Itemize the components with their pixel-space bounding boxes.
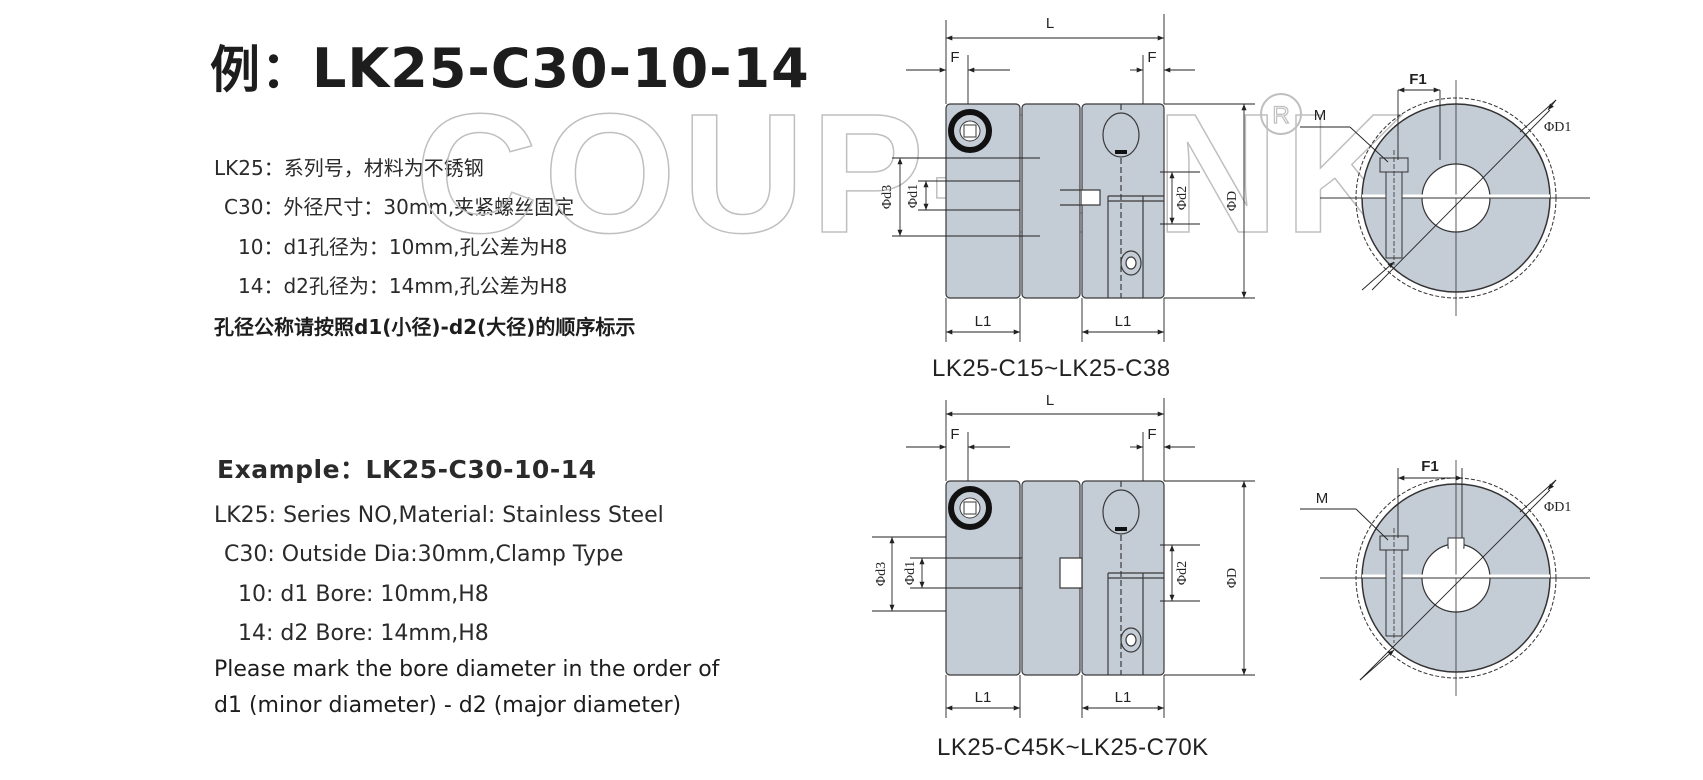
end-view-top [1300, 80, 1590, 316]
en-line-series: LK25: Series NO,Material: Stainless Stee… [214, 503, 664, 528]
dim-M-top: M [1314, 107, 1327, 124]
dim-F-left-bottom: F [950, 426, 959, 443]
dim-M-bottom: M [1316, 490, 1329, 507]
screw-head-icon [1102, 489, 1140, 535]
zh-line-d2: 14：d2孔径为：14mm,孔公差为H8 [238, 274, 568, 298]
dim-F1-top: F1 [1409, 71, 1427, 88]
jaw-notch [1082, 189, 1101, 206]
en-note-line2: d1 (minor diameter) - d2 (major diameter… [214, 693, 682, 718]
caption-top: LK25-C15~LK25-C38 [932, 355, 1171, 382]
registered-mark-icon [1260, 93, 1302, 135]
hub-left-bottom [945, 480, 1021, 676]
zh-line-series: LK25：系列号，材料为不锈钢 [214, 156, 484, 180]
zh-title-prefix: 例： [210, 41, 312, 99]
zh-note: 孔径公称请按照d1(小径)-d2(大径)的顺序标示 [214, 315, 636, 339]
dim-L1-left-bottom: L1 [975, 689, 992, 706]
dim-D-bottom: ΦD [1225, 568, 1240, 588]
dim-d2-bottom: Φd2 [1175, 561, 1190, 585]
dim-d1-top: Φd1 [906, 184, 921, 208]
screw-head-icon [1102, 112, 1140, 158]
dim-F1-bottom: F1 [1421, 458, 1439, 475]
en-title: Example：LK25-C30-10-14 [217, 455, 597, 484]
en-line-d1: 10: d1 Bore: 10mm,H8 [238, 582, 489, 607]
en-line-d2: 14: d2 Bore: 14mm,H8 [238, 621, 489, 646]
dim-L1-right-bottom: L1 [1115, 689, 1132, 706]
socket-screw-icon [948, 486, 992, 530]
zh-title-code: LK25-C30-10-14 [312, 37, 810, 100]
hub-left [945, 103, 1021, 299]
dim-F-left-top: F [950, 49, 959, 66]
zh-line-d1: 10：d1孔径为：10mm,孔公差为H8 [238, 235, 568, 259]
dim-L1-right-top: L1 [1115, 313, 1132, 330]
dim-d2-top: Φd2 [1175, 186, 1190, 210]
side-view-top [945, 103, 1165, 299]
en-line-outside: C30: Outside Dia:30mm,Clamp Type [224, 542, 624, 567]
dim-F-right-bottom: F [1147, 426, 1156, 443]
dim-D1-top: ΦD1 [1544, 120, 1571, 135]
dim-D1-bottom: ΦD1 [1544, 500, 1571, 515]
dim-L-top: L [1046, 15, 1054, 32]
en-note-line1: Please mark the bore diameter in the ord… [214, 657, 720, 682]
dim-L1-left-top: L1 [975, 313, 992, 330]
zh-line-outside: C30：外径尺寸：30mm,夹紧螺丝固定 [224, 195, 575, 219]
caption-bottom: LK25-C45K~LK25-C70K [937, 734, 1209, 761]
registered-mark-letter: R [1272, 102, 1289, 129]
dim-d1-bottom: Φd1 [903, 561, 918, 585]
spider-center [1021, 103, 1081, 299]
zh-title: 例：LK25-C30-10-14 [210, 30, 810, 102]
dim-d3-top: Φd3 [880, 185, 895, 209]
side-view-bottom [945, 480, 1165, 676]
end-view-bottom [1300, 460, 1590, 696]
watermark-text: COUP-LINK [415, 79, 1413, 269]
socket-screw-icon [948, 109, 992, 153]
dim-L-bottom: L [1046, 392, 1054, 409]
dim-D-top: ΦD [1225, 191, 1240, 211]
dim-d3-bottom: Φd3 [874, 562, 889, 586]
dim-F-right-top: F [1147, 49, 1156, 66]
